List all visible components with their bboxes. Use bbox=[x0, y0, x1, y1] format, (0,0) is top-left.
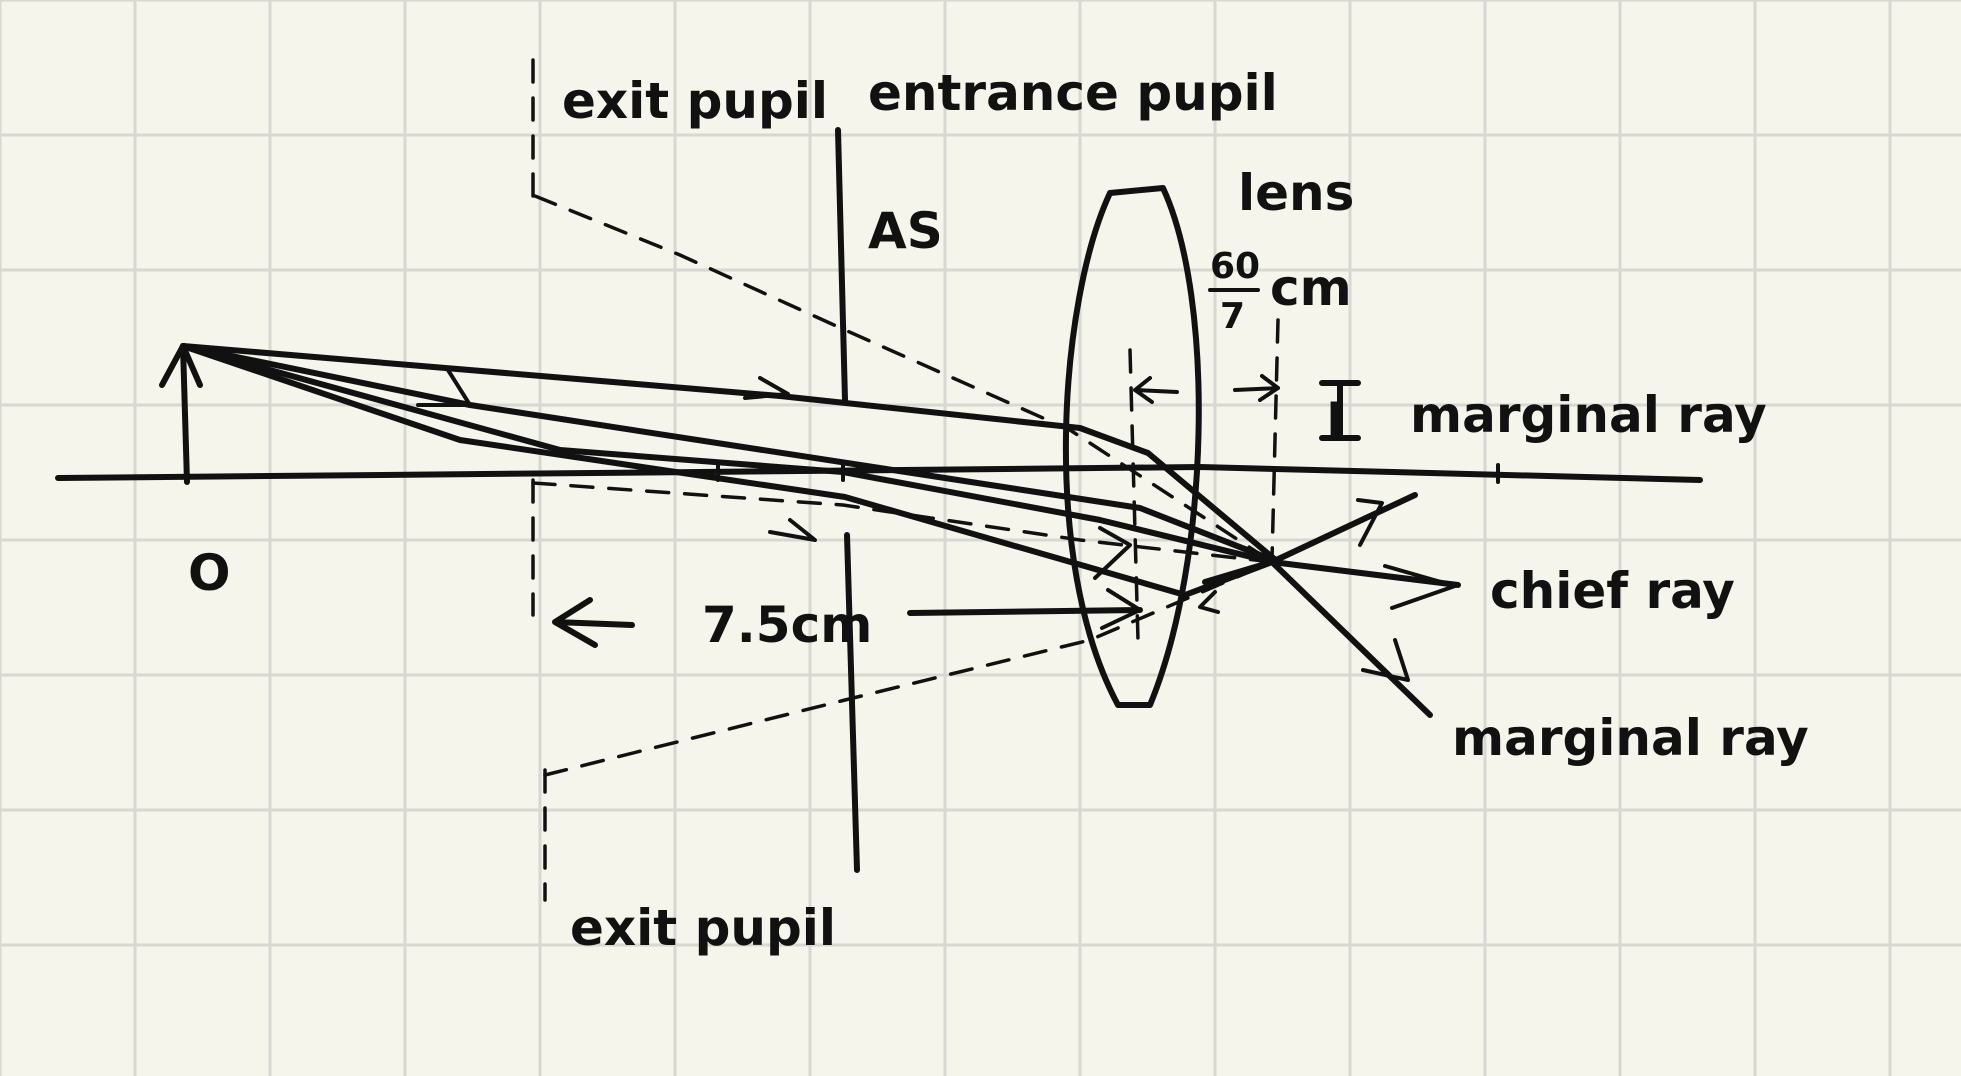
chief-ray bbox=[180, 343, 1461, 588]
focal-arrow-right bbox=[1233, 374, 1280, 402]
optical-axis bbox=[55, 464, 1703, 483]
ray-upper-arrow bbox=[743, 376, 790, 400]
label-marginal-ray-bottom: marginal ray bbox=[1452, 709, 1809, 767]
label-entrance-pupil: entrance pupil bbox=[868, 64, 1278, 122]
ray-second-arrow bbox=[416, 368, 472, 407]
label-distance: 7.5cm bbox=[702, 596, 872, 654]
ray-lens-arrow-lower bbox=[1198, 590, 1220, 614]
label-focal-numerator: 60 bbox=[1210, 246, 1260, 287]
label-focal-denominator: 7 bbox=[1220, 296, 1245, 337]
lens-center-dash bbox=[1128, 348, 1140, 642]
ray-into-lens-arrow bbox=[1100, 588, 1142, 630]
focal-arrow-left bbox=[1133, 376, 1179, 404]
exit-pupil-bottom-ray bbox=[543, 560, 1274, 777]
focal-point-dash bbox=[1270, 318, 1280, 562]
distance-arrow bbox=[552, 597, 635, 648]
label-chief-ray: chief ray bbox=[1490, 562, 1735, 620]
chief-ray-arrow bbox=[1383, 564, 1457, 610]
label-aperture-stop: AS bbox=[868, 202, 943, 260]
ray-lower-arrow bbox=[768, 518, 817, 542]
ray-into-lens bbox=[907, 607, 1143, 616]
exit-pupil-axis-ray bbox=[531, 481, 1274, 564]
label-image: I bbox=[1326, 392, 1345, 450]
label-exit-pupil-bottom: exit pupil bbox=[570, 899, 836, 957]
label-lens: lens bbox=[1238, 164, 1354, 222]
label-object: O bbox=[188, 544, 231, 602]
ray-upper bbox=[180, 343, 1281, 565]
marginal-ray-upper-exit-arrow bbox=[1356, 498, 1384, 547]
ray-mid-arrow bbox=[1093, 526, 1132, 580]
label-exit-pupil-top: exit pupil bbox=[562, 72, 828, 130]
lens-outline bbox=[1062, 185, 1202, 708]
aperture-stop-lower bbox=[844, 532, 860, 873]
label-marginal-ray-top: marginal ray bbox=[1410, 386, 1767, 444]
image-marker bbox=[1319, 380, 1361, 441]
aperture-stop-upper bbox=[835, 127, 848, 403]
marginal-ray-lower-exit-arrow bbox=[1361, 638, 1410, 682]
object-arrow bbox=[159, 343, 203, 485]
exit-pupil-top-ray bbox=[533, 194, 1274, 564]
label-focal-unit: cm bbox=[1270, 259, 1352, 317]
marginal-ray-lower-exit bbox=[1269, 559, 1433, 718]
ray-second bbox=[180, 343, 1281, 565]
ray-lower bbox=[180, 343, 1275, 598]
